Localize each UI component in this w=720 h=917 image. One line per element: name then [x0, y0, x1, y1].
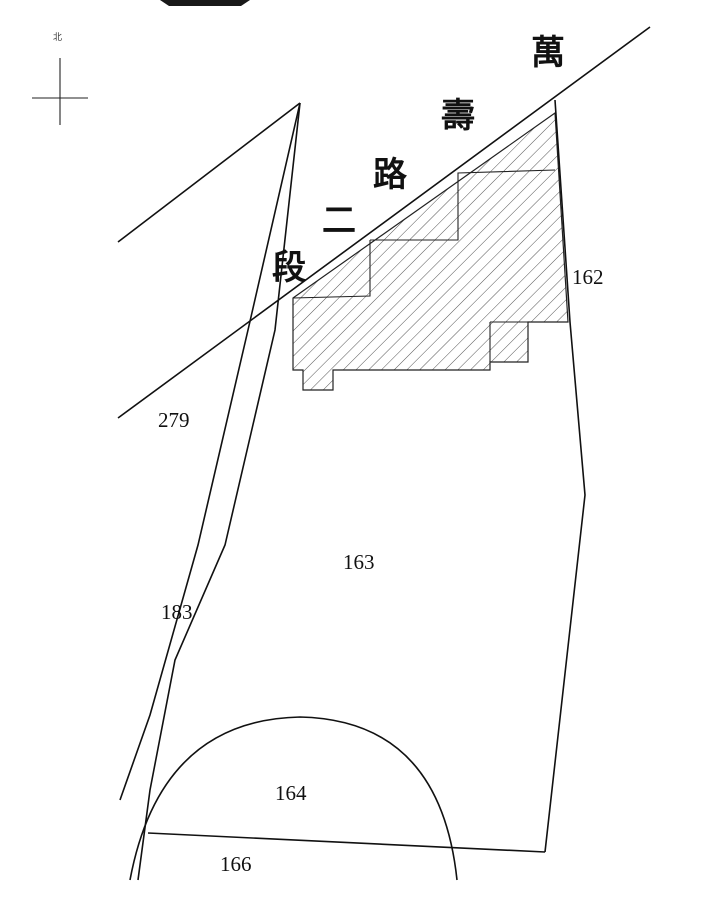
north-label: 北 — [53, 32, 62, 43]
road-char-4: 二 — [322, 201, 356, 241]
road-char-3: 路 — [373, 155, 408, 195]
road-char-1: 萬 — [531, 33, 565, 73]
lot-number-166: 166 — [220, 852, 252, 876]
strip-183-left-boundary — [119, 102, 301, 801]
lot-164-arc — [129, 716, 458, 881]
building-inner-line-upper — [370, 169, 556, 241]
lot-163-right-boundary — [544, 99, 586, 853]
road-char-5: 段 — [272, 248, 306, 288]
building-inner-line-left — [292, 240, 371, 299]
lot-number-279: 279 — [158, 408, 190, 432]
lot-number-162: 162 — [572, 265, 604, 289]
lot-number-164: 164 — [275, 781, 307, 805]
road-boundary-lower — [117, 26, 651, 419]
lot-number-183: 183 — [161, 600, 193, 624]
hatched-building-area — [292, 111, 569, 391]
lot-163-bottom-boundary — [147, 832, 546, 853]
lot-number-163: 163 — [343, 550, 375, 574]
north-arrow: 北 — [32, 32, 88, 125]
road-char-2: 壽 — [441, 96, 475, 136]
road-boundary-upper — [117, 102, 301, 243]
strip-183-right-boundary — [137, 102, 301, 881]
top-edge-residue — [160, 0, 250, 6]
